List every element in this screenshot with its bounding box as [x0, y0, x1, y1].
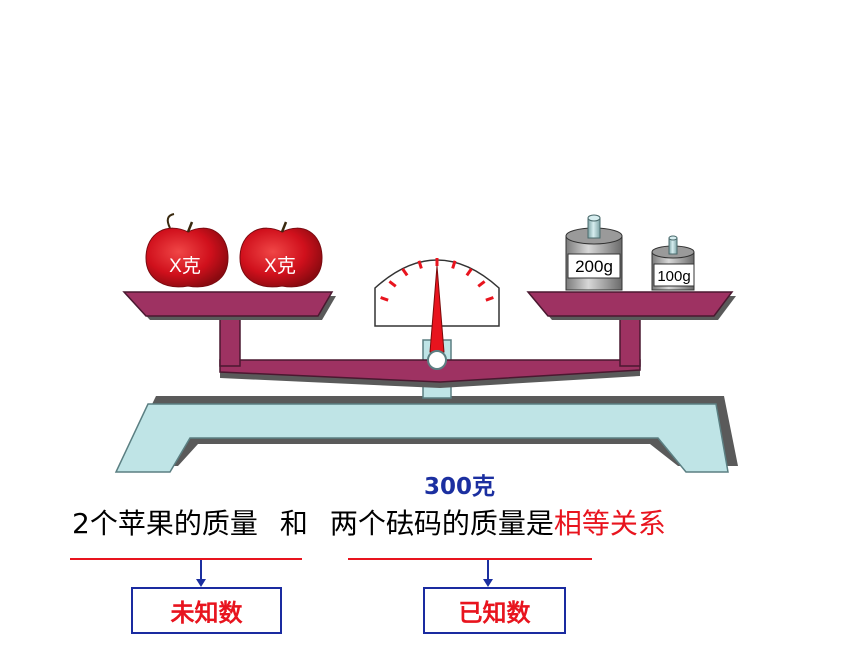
- apple-1-label: X克: [169, 255, 201, 277]
- arrow-to-known: [483, 560, 493, 587]
- apple-2-label: X克: [264, 255, 296, 277]
- sentence-right-part: 两个砝码的质量是: [329, 507, 554, 540]
- arrow-to-unknown: [196, 560, 206, 587]
- apple-2: X克: [239, 221, 323, 288]
- unknown-quantity-box: 未知数: [131, 587, 282, 634]
- gauge-ticks: [380, 258, 494, 302]
- gauge-dial: [374, 258, 500, 370]
- sentence-highlight: 相等关系: [553, 507, 666, 540]
- weight-200g-label: 200g: [575, 257, 613, 276]
- gauge-tick: [388, 280, 397, 288]
- gauge-tick: [417, 260, 423, 269]
- equation-sentence: 2个苹果的质量和两个砝码的质量是相等关系: [72, 504, 666, 544]
- scale-beam: [219, 315, 641, 388]
- gauge-tick: [451, 260, 457, 269]
- weights-total-label: 300克: [424, 474, 496, 500]
- gauge-tick: [401, 267, 409, 277]
- gauge-tick: [380, 296, 389, 302]
- left-pan: [122, 291, 336, 320]
- gauge-tick: [477, 280, 486, 288]
- gauge-tick: [465, 267, 473, 277]
- weight-100g-label: 100g: [657, 268, 690, 285]
- gauge-tick: [485, 296, 494, 302]
- right-pan: [526, 291, 736, 320]
- weight-100g: 100g: [651, 235, 695, 291]
- weight-200g: 200g: [565, 214, 623, 291]
- apple-1: X克: [145, 213, 229, 288]
- known-quantity-box: 已知数: [423, 587, 566, 634]
- sentence-conjunction: 和: [279, 507, 308, 540]
- sentence-left-part: 2个苹果的质量: [72, 507, 258, 540]
- scale-base: [114, 396, 738, 473]
- gauge-pivot: [427, 350, 447, 370]
